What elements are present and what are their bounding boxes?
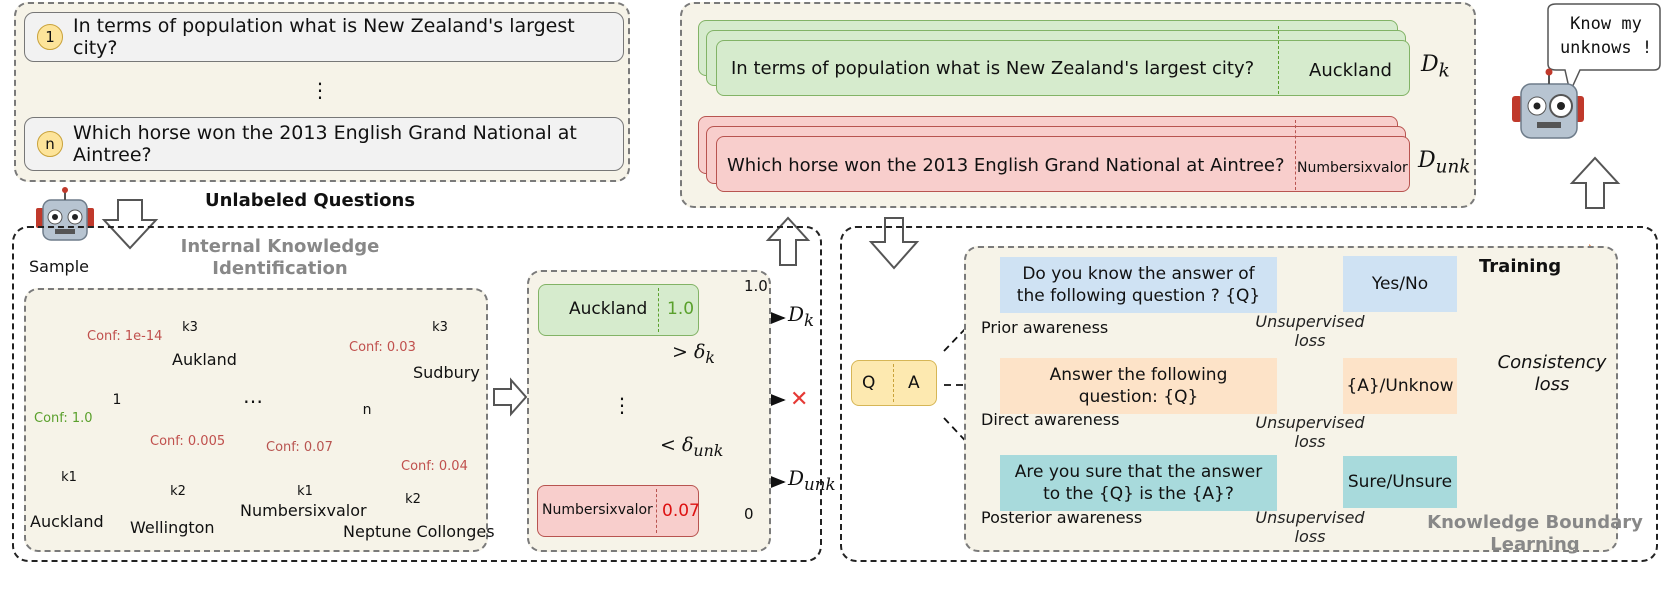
question-number-badge: 1 — [37, 24, 63, 50]
tree2-k2-label: k2 — [405, 491, 421, 507]
dunk-question: Which horse won the 2013 English Grand N… — [727, 155, 1285, 176]
posterior-unsupervised-loss: Unsupervised loss — [1255, 508, 1365, 546]
consistency-loss-label: Consistency loss — [1497, 352, 1607, 395]
questions-ellipsis: ⋮ — [310, 78, 330, 102]
robot-icon-result — [1512, 68, 1584, 139]
tree2-k1-answer: Numbersixvalor — [240, 501, 367, 520]
dk-answer: Auckland — [1309, 60, 1392, 81]
robot-speech-text: Know my unknows ! — [1559, 14, 1653, 58]
unlabeled-questions-label: Unlabeled Questions — [205, 190, 416, 211]
tree1-conf-k2: Conf: 0.005 — [150, 434, 226, 449]
tree2-conf-k2: Conf: 0.04 — [401, 459, 468, 474]
tree2-k1-label: k1 — [297, 483, 313, 499]
posterior-target-box: Sure/Unsure — [1343, 456, 1457, 508]
top-answer-conf: 1.0 — [667, 299, 695, 319]
direct-target-box: {A}/Unknow — [1343, 358, 1457, 414]
qa-a-label: A — [908, 373, 920, 393]
down-arrow-questions — [101, 199, 159, 250]
question-number-badge: n — [37, 131, 63, 157]
output-dk-label: Dk — [788, 302, 815, 330]
dunk-dataset-label: Dunk — [1418, 148, 1471, 178]
tree1-root-label: 1 — [112, 392, 122, 408]
boundary-learning-panel — [840, 226, 1658, 562]
direct-awareness-label: Direct awareness — [981, 410, 1120, 429]
tree1-k2-answer: Wellington — [130, 518, 215, 537]
tree2-root-label: n — [362, 402, 372, 418]
question-n-box: n Which horse won the 2013 English Grand… — [24, 117, 624, 171]
tree1-k3-answer: Aukland — [172, 350, 237, 369]
down-arrow-boundary — [868, 217, 920, 270]
internal-knowledge-title: Internal Knowledge Identification — [180, 236, 380, 279]
prior-awareness-label: Prior awareness — [981, 318, 1109, 337]
prior-target-box: Yes/No — [1343, 256, 1457, 312]
tree1-conf-k1: Conf: 1.0 — [34, 411, 93, 426]
sample-label: Sample — [29, 257, 89, 276]
qa-pair-box — [851, 360, 937, 406]
direct-unsupervised-loss: Unsupervised loss — [1255, 413, 1365, 451]
dk-dataset-label: Dk — [1421, 52, 1450, 82]
prior-unsupervised-loss: Unsupervised loss — [1255, 312, 1365, 350]
output-dunk-label: Dunk — [788, 466, 836, 494]
delta-unk-label: < δunk — [660, 434, 724, 460]
robot-icon-sample — [36, 187, 94, 241]
tree1-conf-k3: Conf: 1e-14 — [87, 329, 163, 344]
right-arrow-ranking — [493, 377, 528, 417]
qa-q-label: Q — [862, 373, 876, 393]
sampling-trees-panel — [24, 288, 488, 552]
posterior-prompt-box: Are you sure that the answer to the {Q} … — [1000, 455, 1277, 511]
scale-bottom-label: 0 — [744, 505, 754, 523]
tree1-k1-label: k1 — [61, 469, 77, 485]
question-n-text: Which horse won the 2013 English Grand N… — [73, 122, 577, 166]
tree2-k3-answer: Sudbury — [413, 363, 480, 382]
scale-top-label: 1.0 — [744, 277, 768, 295]
training-label: Training — [1479, 256, 1562, 277]
question-1-box: 1 In terms of population what is New Zea… — [24, 12, 624, 62]
dunk-answer: Numbersixvalor — [1297, 160, 1408, 176]
tree2-k2-answer: Neptune Collonges — [343, 522, 495, 541]
ranking-ellipsis: ⋮ — [612, 393, 632, 417]
boundary-learning-title: Knowledge Boundary Learning — [1427, 512, 1643, 555]
tree1-k2-label: k2 — [170, 483, 186, 499]
tree1-k1-answer: Auckland — [30, 512, 104, 531]
internal-knowledge-panel — [12, 226, 822, 562]
direct-prompt-box: Answer the following question: {Q} — [1000, 358, 1277, 414]
tree2-conf-k1: Conf: 0.07 — [266, 440, 333, 455]
bottom-answer-conf: 0.07 — [662, 501, 700, 521]
tree2-k3-label: k3 — [432, 319, 448, 335]
tree1-k3-label: k3 — [182, 319, 198, 335]
posterior-awareness-label: Posterior awareness — [981, 508, 1143, 527]
trees-ellipsis: … — [243, 384, 263, 408]
bottom-answer-text: Numbersixvalor — [542, 502, 653, 518]
prior-prompt-box: Do you know the answer of the following … — [1000, 257, 1277, 313]
top-answer-text: Auckland — [569, 299, 648, 319]
discard-cross-icon: ✕ — [790, 387, 809, 412]
dk-card — [716, 40, 1410, 96]
speech-bubble — [1547, 3, 1661, 95]
tree2-conf-k3: Conf: 0.03 — [349, 340, 416, 355]
up-arrow-robot — [1569, 156, 1621, 209]
dk-question: In terms of population what is New Zeala… — [731, 58, 1255, 79]
dunk-card — [716, 136, 1410, 192]
up-arrow-datasets — [765, 216, 811, 266]
delta-k-label: > δk — [672, 341, 715, 367]
bottom-answer-card — [537, 485, 699, 537]
top-answer-card — [538, 284, 699, 336]
question-1-text: In terms of population what is New Zeala… — [73, 15, 575, 59]
